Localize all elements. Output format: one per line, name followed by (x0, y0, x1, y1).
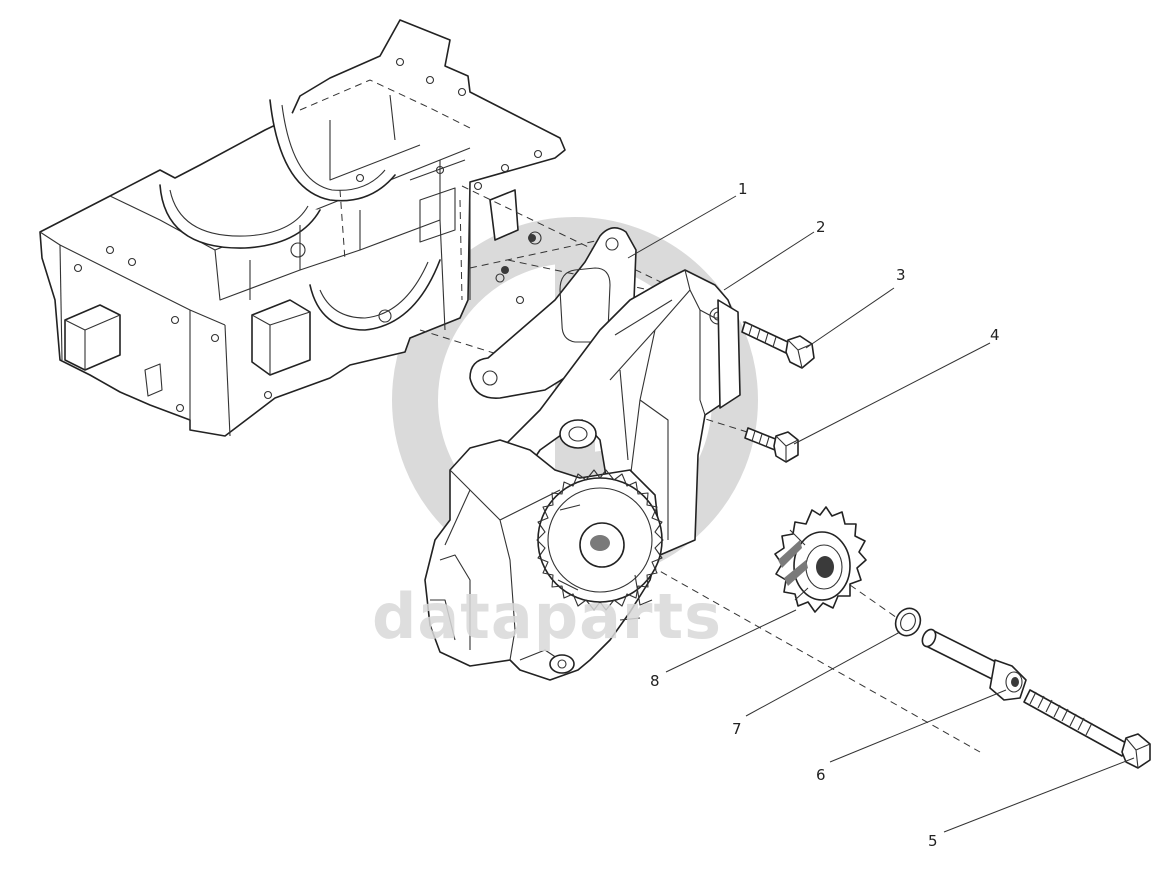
leader-1 (627, 195, 737, 259)
bolt-part-5 (1023, 689, 1151, 769)
oil-pump-assembly (424, 269, 741, 681)
callout-4: 4 (990, 326, 1000, 344)
leader-4 (793, 342, 991, 445)
leader-2 (723, 231, 815, 291)
callout-5: 5 (928, 832, 938, 850)
callout-8: 8 (650, 672, 660, 690)
o-ring-part-7 (894, 607, 922, 637)
bolt-part-4 (744, 427, 799, 463)
engine-block (39, 19, 566, 437)
leader-5 (943, 757, 1135, 833)
callout-2: 2 (816, 218, 826, 236)
watermark-text: dataparts (372, 580, 722, 653)
leader-8 (665, 609, 797, 673)
callout-1: 1 (738, 180, 748, 198)
gear-part-8 (774, 506, 867, 613)
callout-7: 7 (732, 720, 742, 738)
bolt-part-3 (741, 321, 815, 369)
shaft-part-6 (921, 628, 1027, 701)
leader-6 (829, 689, 1007, 763)
leader-7 (745, 631, 901, 717)
leader-3 (805, 287, 895, 349)
callout-6: 6 (816, 766, 826, 784)
callout-labels: 1 2 3 4 5 6 7 8 (650, 180, 1000, 850)
leader-lines (627, 195, 1135, 833)
callout-3: 3 (896, 266, 906, 284)
pump-driven-gear (536, 469, 664, 611)
